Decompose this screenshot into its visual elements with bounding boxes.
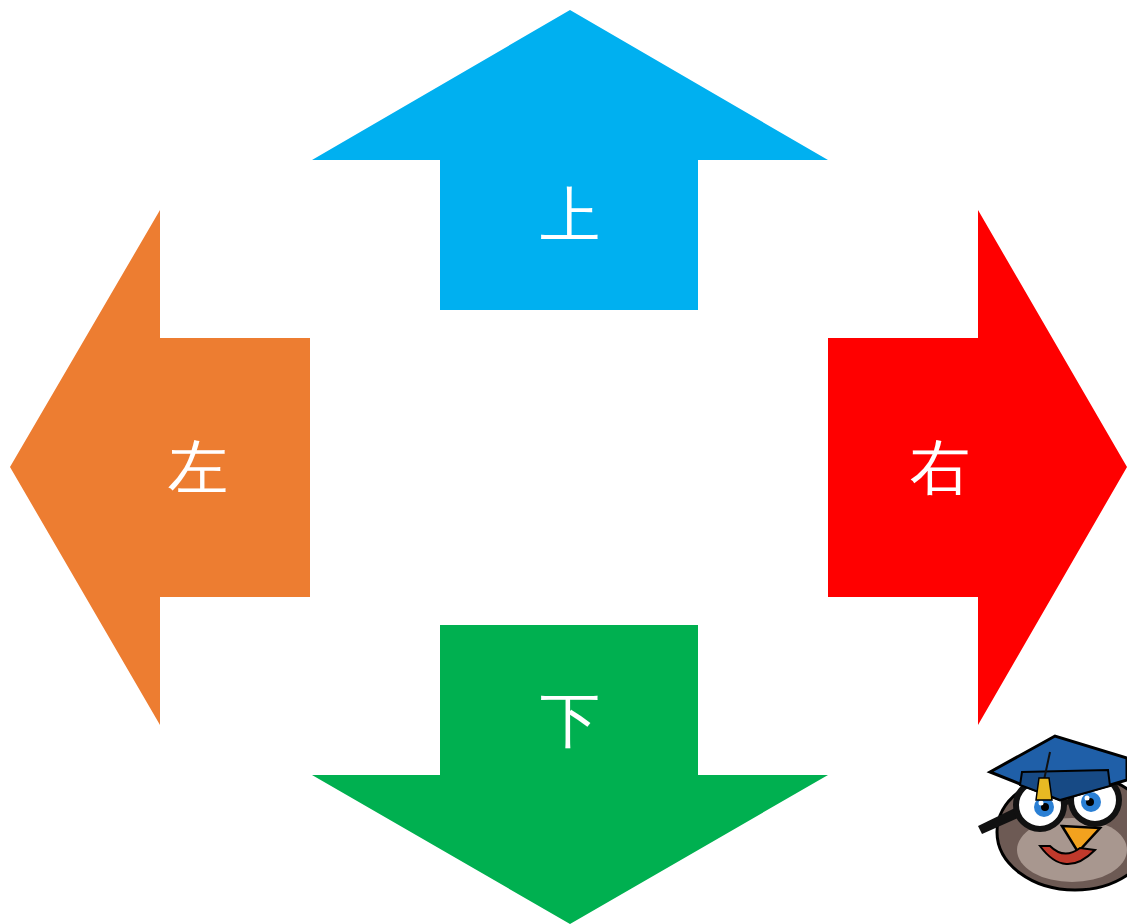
owl-glint — [1085, 796, 1090, 801]
arrow-outline — [10, 210, 310, 725]
owl-glint — [1039, 801, 1044, 806]
arrow-shape: 上 — [312, 10, 828, 310]
graduation-cap — [990, 736, 1127, 800]
arrow-outline — [10, 210, 310, 725]
arrow-outline — [828, 210, 1127, 725]
graduation-cap — [1020, 770, 1110, 800]
arrow-shape: 右 — [828, 210, 1127, 725]
direction-label: 下 — [540, 690, 600, 750]
owl-mouth — [1040, 846, 1095, 864]
arrow-shape: 左 — [10, 210, 310, 725]
direction-label: 左 — [168, 437, 228, 497]
direction-label: 上 — [540, 185, 600, 245]
owl-iris — [1081, 792, 1101, 812]
direction-label: 右 — [910, 437, 970, 497]
arrow-outline — [312, 625, 828, 924]
cap-tassel — [1036, 778, 1052, 800]
arrow-outline — [312, 10, 828, 310]
arrow-outline — [312, 625, 828, 924]
arrow-outline — [312, 10, 828, 310]
glasses-arm — [978, 808, 1018, 834]
arrow-outline — [828, 210, 1127, 725]
arrow-shape: 下 — [312, 625, 828, 924]
glasses-bridge — [1064, 801, 1071, 803]
cap-tassel-cord — [1044, 752, 1050, 780]
owl-mascot — [978, 736, 1127, 890]
